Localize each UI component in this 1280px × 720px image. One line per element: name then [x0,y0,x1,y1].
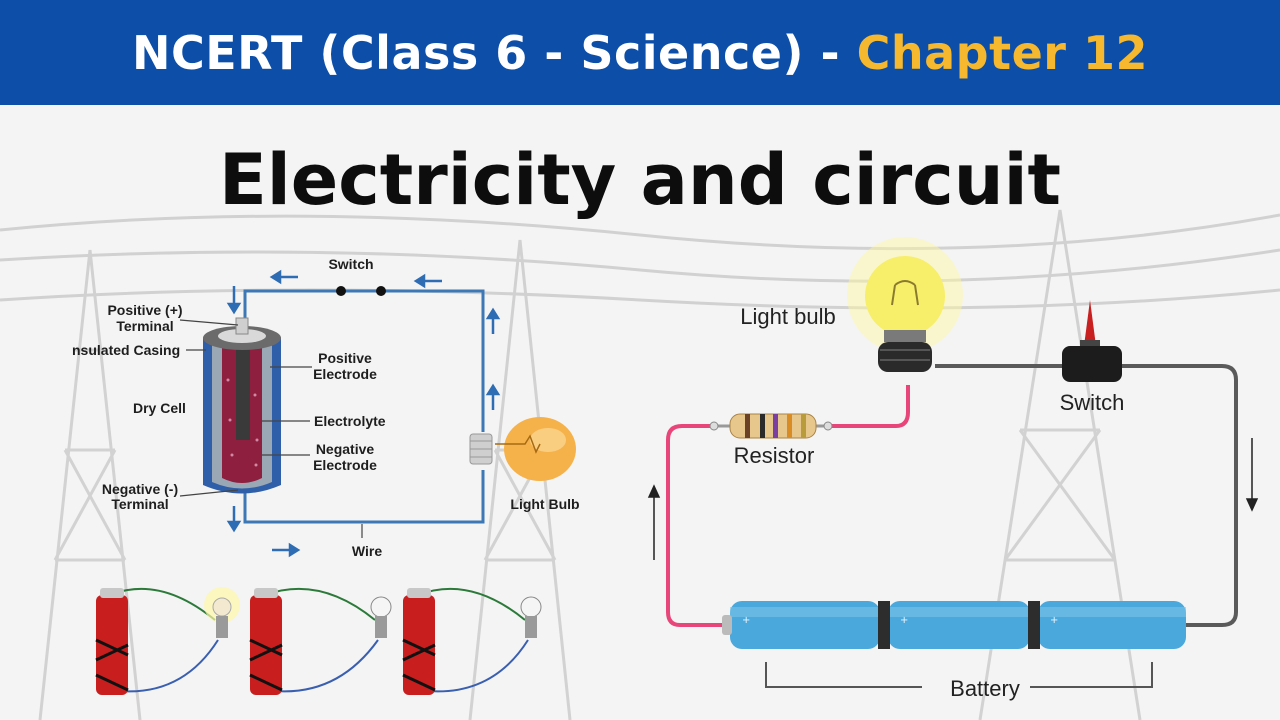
leader-lines [179,319,363,538]
cell-bulb-2 [249,587,392,695]
current-arrows [226,269,501,558]
label-switch: Switch [328,256,373,272]
header-title-main: NCERT (Class 6 - Science) - [131,25,857,80]
label-negative-electrode-1: Negative [316,441,375,457]
label-negative-terminal-1: Negative (-) [102,481,178,497]
red-wire [666,385,910,627]
svg-text:+: + [1050,615,1058,626]
resistor-icon [709,413,833,439]
label-positive-terminal-2: Terminal [116,318,173,334]
toggle-switch-icon [1062,300,1122,382]
cell-bulb-3 [402,587,542,695]
label-negative-terminal-2: Terminal [111,496,168,512]
battery: + + + [722,601,1186,649]
circuit-wire [243,289,485,524]
label-wire: Wire [352,543,382,559]
header-title-chapter: Chapter 12 [856,25,1149,80]
label-positive-electrode-1: Positive [318,350,372,366]
label-resistor: Resistor [734,443,815,468]
svg-text:+: + [900,615,908,626]
label-positive-terminal-1: Positive (+) [107,302,182,318]
label-light-bulb-right: Light bulb [740,304,835,329]
label-insulated-casing: nsulated Casing [72,342,180,358]
light-bulb-icon [469,417,576,481]
svg-text:+: + [742,615,750,626]
dry-cell [203,317,281,494]
switch-symbol [336,286,386,296]
light-bulb-icon-right [847,237,963,372]
label-light-bulb: Light Bulb [510,496,579,512]
battery-bracket [765,662,1153,688]
label-positive-electrode-2: Electrode [313,366,377,382]
label-battery: Battery [950,676,1020,701]
label-switch-right: Switch [1060,390,1125,415]
cell-bulb-1 [95,587,240,695]
header-title: NCERT (Class 6 - Science) - Chapter 12 [132,26,1148,80]
label-electrolyte: Electrolyte [314,413,386,429]
page-title: Electricity and circuit [218,139,1062,221]
header-banner: NCERT (Class 6 - Science) - Chapter 12 [0,0,1280,105]
gray-wire [935,364,1238,627]
label-dry-cell: Dry Cell [133,400,186,416]
current-arrows-right [647,438,1259,560]
label-negative-electrode-2: Electrode [313,457,377,473]
